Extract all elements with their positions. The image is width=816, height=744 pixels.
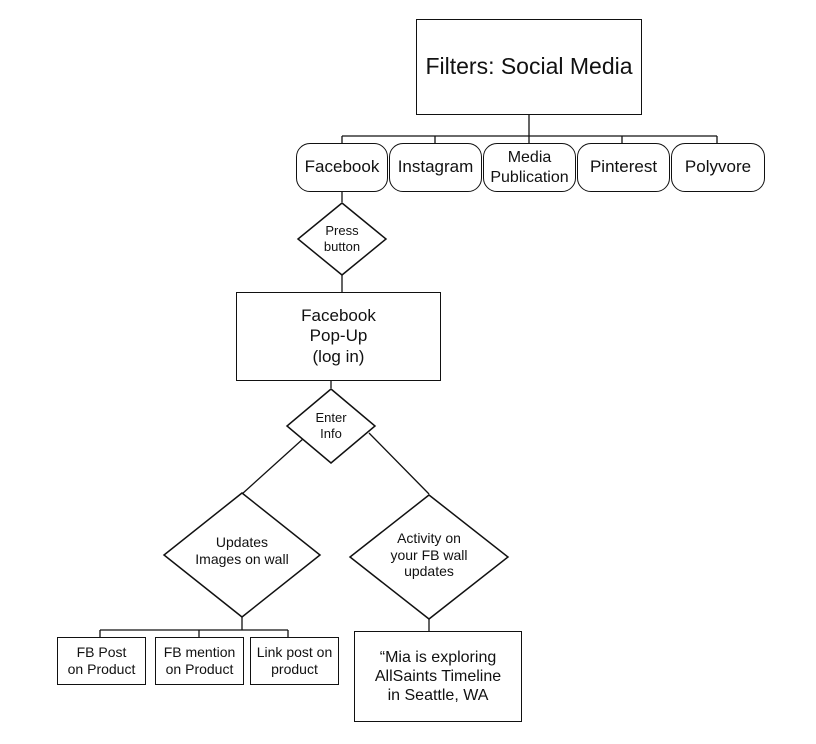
- platform-media-publication-label: Media Publication: [490, 149, 569, 186]
- diagram-title: Filters: Social Media: [425, 53, 633, 80]
- press-button-label: Press button: [323, 223, 361, 254]
- press-button-diamond: [296, 202, 388, 276]
- connector-enter-updates: [241, 437, 305, 495]
- platform-pinterest-label: Pinterest: [589, 157, 658, 177]
- activity-wall-diamond: [348, 494, 510, 620]
- link-post-box: Link post on product: [250, 637, 339, 685]
- updates-images-label: Updates Images on wall: [195, 534, 289, 567]
- platform-pinterest: Pinterest: [577, 143, 670, 192]
- platform-facebook: Facebook: [296, 143, 388, 192]
- updates-images-diamond: [162, 492, 322, 618]
- connector-enter-activity: [368, 432, 430, 495]
- facebook-popup-box: Facebook Pop-Up (log in): [236, 292, 441, 381]
- platform-instagram: Instagram: [389, 143, 482, 192]
- example-status-label: “Mia is exploring AllSaints Timeline in …: [374, 648, 502, 705]
- fb-post-box: FB Post on Product: [57, 637, 146, 685]
- facebook-popup-label: Facebook Pop-Up (log in): [301, 305, 376, 366]
- activity-wall-label: Activity on your FB wall updates: [390, 529, 468, 580]
- fb-post-label: FB Post on Product: [67, 644, 136, 677]
- fb-mention-box: FB mention on Product: [155, 637, 244, 685]
- platform-media-publication: Media Publication: [483, 143, 576, 192]
- example-status-box: “Mia is exploring AllSaints Timeline in …: [354, 631, 522, 722]
- platform-facebook-label: Facebook: [304, 157, 380, 177]
- title-box: Filters: Social Media: [416, 19, 642, 115]
- enter-info-label: Enter Info: [315, 410, 347, 441]
- platform-polyvore: Polyvore: [671, 143, 765, 192]
- fb-mention-label: FB mention on Product: [163, 644, 236, 677]
- platform-instagram-label: Instagram: [397, 157, 474, 177]
- link-post-label: Link post on product: [256, 644, 333, 677]
- platform-polyvore-label: Polyvore: [684, 157, 752, 177]
- enter-info-diamond: [285, 388, 377, 464]
